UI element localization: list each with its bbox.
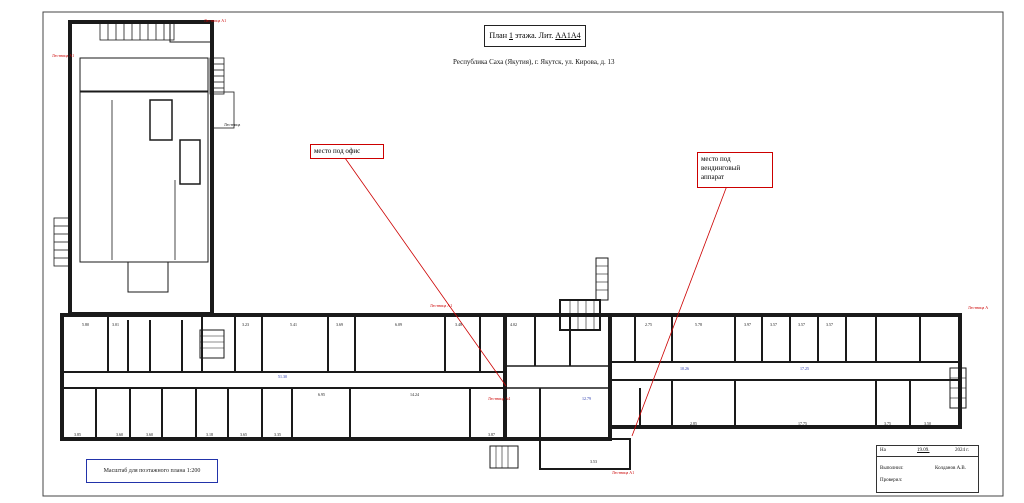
room-area: 3.18: [206, 432, 213, 437]
room-area: 5.80: [82, 322, 89, 327]
left-wing: [68, 20, 214, 316]
room-area: 3.75: [884, 421, 891, 426]
level-mark: Лестница А1: [204, 18, 227, 23]
office-leader-line: [344, 157, 507, 387]
stamp-year: 2024 г.: [955, 448, 969, 453]
corridor-area: 12.79: [582, 396, 591, 401]
address-subtitle: Республика Саха (Якутия), г. Якутск, ул.…: [453, 58, 615, 66]
stamp-performed-label: Выполнил:: [880, 466, 904, 471]
room-area: 3.65: [240, 432, 247, 437]
room-area: 14.24: [410, 392, 419, 397]
room-area: 3.60: [146, 432, 153, 437]
callout-office-text: место под офис: [314, 147, 361, 155]
room-area: 3.57: [798, 322, 805, 327]
stamp-date-row: [877, 446, 978, 457]
level-mark: Лестница А: [968, 305, 989, 310]
callout-vending-line1: место под: [701, 155, 731, 163]
callout-vending-line3: аппарат: [701, 173, 725, 181]
title-floor: 1: [509, 31, 513, 40]
scale-note: Масштаб для поэтажного плана 1:200: [86, 459, 218, 483]
room-area: 3.60: [116, 432, 123, 437]
room-area: 3.97: [744, 322, 751, 327]
stamp-date: 19.09.: [917, 448, 930, 453]
stairs-top: [99, 21, 175, 41]
stamp-checked-label: Проверил:: [880, 478, 903, 483]
room-area: 3.57: [826, 322, 833, 327]
room-area: 3.01: [112, 322, 119, 327]
room-area: 3.50: [924, 421, 931, 426]
title-stamp: На 19.09. 2024 г. Выполнил: Колданов А.В…: [876, 445, 979, 493]
stairs-right-annex: [209, 57, 235, 129]
corridor-area: 10.26: [680, 366, 689, 371]
corridor-area: 17.25: [800, 366, 809, 371]
callout-office: место под офис: [310, 144, 384, 159]
level-mark: Лестница А1: [430, 303, 453, 308]
room-area: 3.87: [488, 432, 495, 437]
title-prefix: План: [489, 31, 507, 40]
room-area: 3.69: [336, 322, 343, 327]
room-area: 5.78: [695, 322, 702, 327]
room-area: 3.23: [242, 322, 249, 327]
corridor-area: 51.30: [278, 374, 287, 379]
level-mark: Лестница А1: [52, 53, 75, 58]
room-area: 2.85: [690, 421, 697, 426]
room-area: 6.09: [395, 322, 402, 327]
title-litera: АА1А4: [555, 31, 581, 40]
main-block: [60, 313, 962, 441]
stamp-performer: Колданов А.В.: [935, 466, 967, 471]
room-area: 17.75: [798, 421, 807, 426]
room-area: 3.85: [74, 432, 81, 437]
lower-partitions: [95, 380, 911, 439]
level-mark: Лестница А4: [488, 396, 511, 401]
room-area: 3.53: [590, 459, 597, 464]
title-suffix: этажа. Лит.: [515, 31, 554, 40]
callout-vending: место под вендинговый аппарат: [697, 152, 773, 188]
room-area: 5.41: [290, 322, 297, 327]
room-area: 3.57: [770, 322, 777, 327]
room-area: 3.35: [274, 432, 281, 437]
sheet-frame: [42, 11, 1004, 497]
stamp-na: На: [880, 448, 886, 453]
room-area: 4.02: [510, 322, 517, 327]
stairs-left-side: [53, 217, 71, 267]
level-mark: Лестница А1: [612, 470, 635, 475]
room-area: 6.95: [318, 392, 325, 397]
sheet-title: План 1 этажа. Лит. АА1А4: [484, 25, 586, 47]
room-area: 2.75: [645, 322, 652, 327]
porch-label: Лестница: [224, 122, 241, 127]
upper-partitions: [107, 315, 921, 372]
room-area: 3.48: [455, 322, 462, 327]
callout-vending-line2: вендинговый: [701, 164, 741, 172]
vending-leader-line: [631, 182, 729, 437]
central-stairs: [199, 257, 967, 470]
